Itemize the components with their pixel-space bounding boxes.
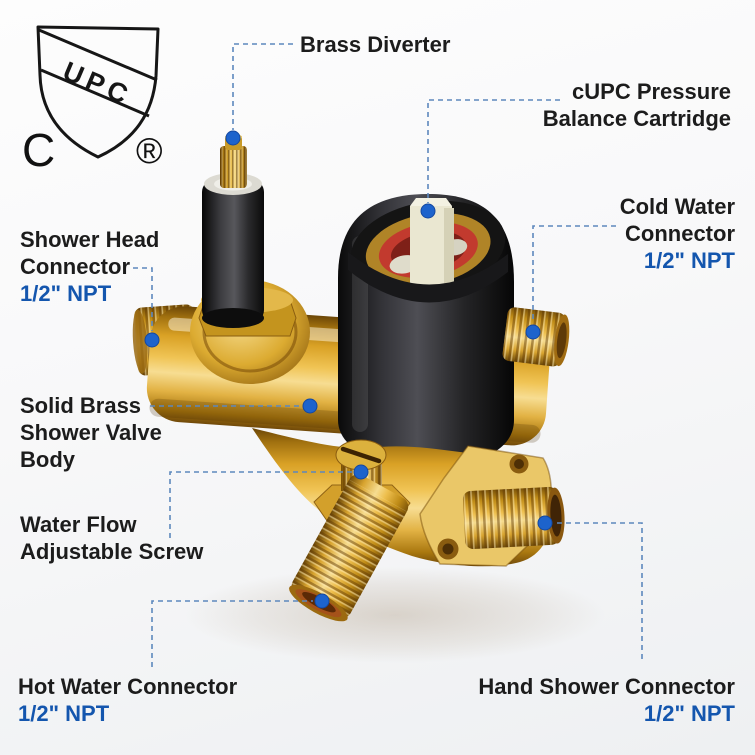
label-brass-diverter: Brass Diverter — [300, 31, 450, 58]
label-hand-shower: Hand Shower Connector 1/2" NPT — [478, 673, 735, 727]
label-hot-water-spec: 1/2" NPT — [18, 701, 110, 726]
label-hand-shower-line1: Hand Shower Connector — [478, 674, 735, 699]
callout-dot-hot-water — [314, 593, 330, 609]
callout-dot-cupc-cartridge — [420, 203, 436, 219]
label-shower-head-spec: 1/2" NPT — [20, 281, 112, 306]
cartridge-housing-front-rim — [348, 252, 508, 303]
label-water-flow: Water Flow Adjustable Screw — [20, 511, 203, 565]
label-cupc-line1: cUPC Pressure — [572, 79, 731, 104]
callout-dot-brass-diverter — [225, 130, 241, 146]
label-cold-water: Cold Water Connector 1/2" NPT — [620, 193, 735, 274]
label-shower-head: Shower Head Connector 1/2" NPT — [20, 226, 159, 307]
valve-illustration — [132, 134, 605, 663]
label-water-flow-line2: Adjustable Screw — [20, 539, 204, 564]
label-valve-body-line3: Body — [20, 447, 75, 472]
shield-band-upper — [38, 28, 158, 82]
leader-shower-head — [133, 267, 153, 331]
leader-hot-water — [151, 600, 313, 667]
label-cold-water-spec: 1/2" NPT — [643, 248, 735, 273]
hand-shower-pipe — [462, 486, 565, 549]
logo-registered-mark: ® — [136, 130, 163, 171]
label-valve-body-line2: Shower Valve — [20, 420, 162, 445]
leader-hand-shower — [554, 522, 643, 659]
label-water-flow-line1: Water Flow — [20, 512, 137, 537]
label-hot-water: Hot Water Connector 1/2" NPT — [18, 673, 237, 727]
leader-lines — [133, 43, 643, 667]
callout-dot-valve-body — [302, 398, 318, 414]
label-valve-body: Solid Brass Shower Valve Body — [20, 392, 162, 473]
label-brass-diverter-line1: Brass Diverter — [300, 32, 451, 57]
callout-dot-cold-water — [525, 324, 541, 340]
label-shower-head-line1: Shower Head — [20, 227, 160, 252]
label-valve-body-line1: Solid Brass — [20, 393, 142, 418]
product-shadow — [185, 567, 605, 663]
diverter-sleeve-base — [202, 308, 264, 328]
leader-water-flow — [169, 471, 352, 538]
shield-outline — [36, 25, 160, 159]
callout-dot-shower-head — [144, 332, 160, 348]
callout-dot-hand-shower — [537, 515, 553, 531]
label-cold-water-line1: Cold Water — [619, 194, 735, 219]
diverter-stem-knurl — [220, 146, 247, 188]
callout-dot-water-flow — [353, 464, 369, 480]
leader-brass-diverter — [232, 43, 293, 130]
hot-water-pipe — [288, 474, 409, 622]
leader-cupc-cartridge — [427, 99, 560, 203]
label-hand-shower-spec: 1/2" NPT — [643, 701, 735, 726]
label-cupc-line2: Balance Cartridge — [542, 106, 731, 131]
label-shower-head-line2: Connector — [20, 254, 130, 279]
label-hot-water-line1: Hot Water Connector — [18, 674, 238, 699]
cartridge-stem — [410, 198, 454, 296]
label-cupc-cartridge: cUPC Pressure Balance Cartridge — [543, 78, 731, 132]
leader-cold-water — [532, 225, 616, 323]
diverter-sleeve — [202, 180, 264, 322]
cartridge-housing-highlight — [352, 236, 368, 432]
logo-country-mark: C — [22, 124, 55, 176]
logo-upc-text: UPC — [59, 56, 137, 112]
label-cold-water-line2: Connector — [625, 221, 735, 246]
shield-band-lower — [40, 68, 150, 118]
upc-certification-logo: UPC C ® — [22, 25, 163, 176]
callout-dots — [144, 130, 553, 609]
